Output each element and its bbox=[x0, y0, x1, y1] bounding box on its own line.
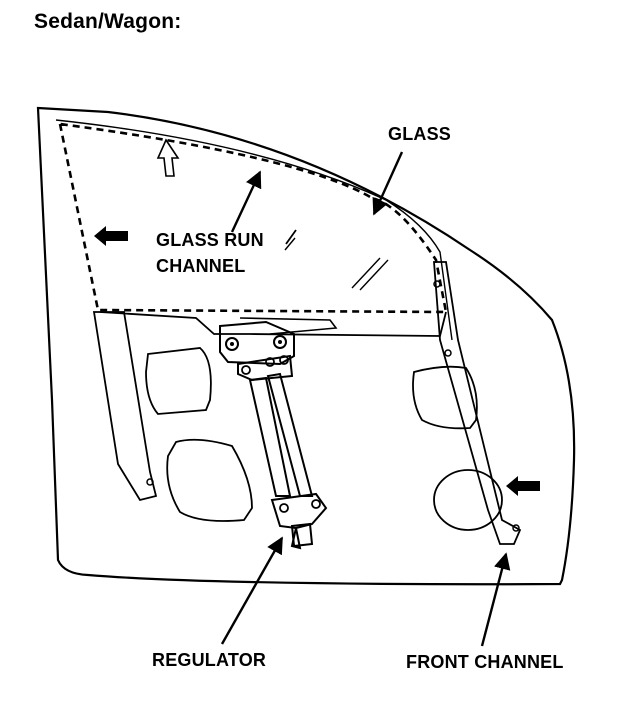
glass-run-channel bbox=[55, 119, 453, 341]
regulator-bolt bbox=[273, 335, 287, 349]
page-title: Sedan/Wagon: bbox=[34, 10, 182, 33]
access-hole bbox=[433, 469, 503, 531]
regulator-mount-plate bbox=[237, 354, 294, 382]
front-channel bbox=[433, 261, 522, 545]
regulator-bolt bbox=[311, 499, 321, 509]
regulator-bolt bbox=[230, 342, 234, 346]
label-glass-run-channel-line1: GLASS RUN bbox=[156, 230, 264, 250]
regulator-bolt bbox=[278, 340, 282, 344]
solid-left-arrow bbox=[506, 476, 540, 496]
solid-left-arrow bbox=[94, 226, 128, 246]
regulator-bolt bbox=[279, 503, 289, 513]
glass-reflection bbox=[359, 259, 389, 291]
front-channel-bolt bbox=[444, 349, 452, 357]
glass-bracket-rail bbox=[99, 311, 447, 337]
access-hole bbox=[145, 347, 212, 415]
rear-channel-bolt bbox=[146, 478, 154, 486]
label-regulator: REGULATOR bbox=[152, 650, 267, 670]
glass-run-channel-leader bbox=[230, 170, 262, 233]
glass-leader bbox=[372, 151, 404, 216]
glass-outline bbox=[58, 122, 448, 314]
label-glass: GLASS bbox=[388, 124, 452, 144]
regulator-tab bbox=[290, 522, 314, 548]
regulator-arm bbox=[266, 372, 314, 497]
glass-run-channel-leader-tick bbox=[285, 229, 297, 245]
glass-bracket-plate bbox=[239, 317, 338, 335]
regulator-arm bbox=[248, 376, 292, 497]
regulator-bolt bbox=[241, 365, 251, 375]
access-hole bbox=[412, 365, 478, 430]
label-front-channel: FRONT CHANNEL bbox=[406, 652, 564, 672]
regulator-bolt bbox=[279, 355, 289, 365]
regulator-bolt bbox=[225, 337, 239, 351]
regulator-upper-bracket bbox=[219, 320, 295, 366]
glass-reflection bbox=[351, 257, 381, 289]
access-hole bbox=[166, 438, 253, 522]
hollow-up-arrow bbox=[156, 138, 180, 177]
front-channel-bolt bbox=[512, 524, 520, 532]
regulator-leader bbox=[220, 536, 284, 645]
rear-channel bbox=[92, 311, 158, 502]
front-channel-leader bbox=[480, 552, 511, 647]
door-outline bbox=[36, 106, 576, 586]
regulator-bolt bbox=[265, 357, 275, 367]
front-channel-bolt bbox=[433, 280, 441, 288]
glass-reflection bbox=[284, 237, 296, 251]
label-glass-run-channel-line2: CHANNEL bbox=[156, 256, 246, 276]
